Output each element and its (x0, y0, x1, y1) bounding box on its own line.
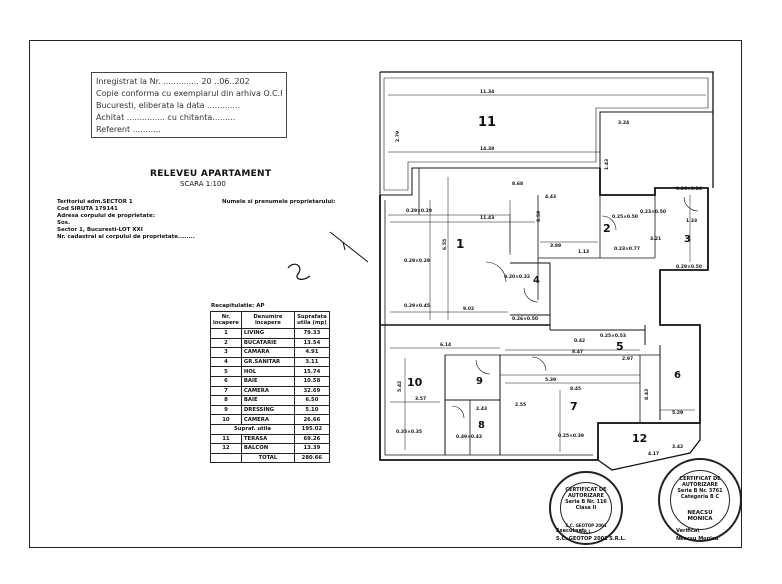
document-sheet (29, 40, 742, 548)
executant-name: S.C. GEOTOP 2001 S.R.L. (556, 536, 626, 542)
room-label: 9 (476, 376, 483, 387)
dim-label: 0.35×0.35 (396, 429, 422, 435)
room-label: 8 (478, 420, 485, 431)
recap-table: Nr. incapere Denumire incapere Suprafata… (210, 311, 330, 464)
stamp-line: Achitat ............... cu chitanta.....… (96, 113, 236, 122)
info-line: Cod SIRUTA 179141 (57, 206, 118, 212)
dim-label: 0.42 (574, 338, 585, 344)
room-label: 2 (603, 222, 611, 235)
scale-label: SCARA 1:100 (180, 180, 226, 188)
dim-label: 11.43 (480, 215, 494, 221)
info-line: Sector 1, Bucuresti-LOT XXI (57, 227, 143, 233)
table-header: Nr. incapere Denumire incapere Suprafata… (210, 311, 330, 329)
dim-label: 5.29 (672, 410, 683, 416)
dim-label: 1.43 (604, 159, 610, 170)
dim-label: 0.26×0.50 (512, 316, 538, 322)
stamp-line: Inregistrat la Nr. .............. 20 ..0… (96, 77, 250, 86)
room-label: 10 (407, 376, 423, 389)
dim-label: 0.25×0.39 (558, 433, 584, 439)
dim-label: 1.13 (578, 249, 589, 255)
executant-label: Executant (556, 528, 585, 534)
dim-label: 6.14 (440, 342, 451, 348)
dim-label: 4.43 (545, 194, 556, 200)
terrace-outline (380, 71, 714, 188)
dim-label: 5.39 (545, 377, 556, 383)
property-info: Teritoriul adm.SECTOR 1 Cod SIRUTA 17914… (57, 199, 195, 241)
dim-label: 8.45 (570, 386, 581, 392)
seal-center-text: CERTIFICAT DE AUTORIZARE Seria B Nr. 116… (565, 487, 607, 511)
room-label: 3 (684, 234, 691, 245)
header-val: Suprafata utila (mp) (293, 311, 330, 329)
verifier-name: Neacsu Monica (676, 536, 719, 542)
dim-label: 8.43 (644, 389, 650, 400)
dim-label: 0.23×0.77 (614, 246, 640, 252)
apartment-outline (379, 168, 709, 461)
dim-label: 3.24 (618, 120, 629, 126)
dim-label: 8.68 (512, 181, 523, 187)
seal-inner-ring (670, 470, 730, 530)
info-line: Adresa corpului de proprietate: (57, 213, 155, 219)
dim-label: 0.23×0.50 (640, 209, 666, 215)
cell-total-val: 280.66 (293, 452, 330, 464)
seal-inner-ring (560, 482, 612, 534)
room-label: 1 (456, 237, 464, 251)
dim-label: 0.26×0.26 (676, 186, 702, 192)
room-label: 6 (674, 370, 681, 381)
dim-label: 0.29×0.29 (406, 208, 432, 214)
verifier-label: Verificat (676, 528, 700, 534)
room-label: 4 (533, 275, 540, 286)
dim-label: 5.42 (397, 381, 403, 392)
dim-label: 8.47 (572, 349, 583, 355)
dim-label: 3.42 (672, 444, 683, 450)
info-line: Sos. (57, 220, 71, 226)
dim-label: 4.17 (648, 451, 659, 457)
dim-label: 2.97 (622, 356, 633, 362)
dim-label: 0.25×0.53 (600, 333, 626, 339)
dim-label: 8.59 (536, 211, 542, 222)
dim-label: 2.79 (395, 131, 401, 142)
dim-label: 0.29×0.45 (404, 303, 430, 309)
dim-label: 0.20×0.32 (504, 274, 530, 280)
dim-label: 3.57 (415, 396, 426, 402)
seal-right: CERTIFICAT DE AUTORIZARE Seria B Nr. 376… (658, 458, 742, 542)
seal-name: NEACSU MONICA (687, 510, 713, 522)
registration-stamp: Inregistrat la Nr. .............. 20 ..0… (91, 72, 287, 138)
room-label: 5 (616, 340, 624, 353)
dim-label: 0.49×0.43 (456, 434, 482, 440)
dim-label: 3.89 (550, 243, 561, 249)
dim-label: 0.29×0.50 (676, 264, 702, 270)
dim-label: 3.21 (650, 236, 661, 242)
dim-label: 14.38 (480, 146, 494, 152)
stamp-line: Copie conforma cu exemplarul din arhiva … (96, 89, 282, 98)
seal-name: S.C. GEOTOP 2001 S.R.L. (565, 523, 607, 534)
info-line: Nr. cadastral al corpului de proprietate… (57, 234, 195, 240)
stamp-line: Referent ........... (96, 125, 161, 134)
north-arrow-icon (287, 231, 369, 280)
stamp-line: Bucuresti, eliberata la data ...........… (96, 101, 241, 110)
seal-center-text: CERTIFICAT DE AUTORIZARE Seria B Nr. 376… (677, 476, 723, 500)
dim-label: 2.43 (476, 406, 487, 412)
room-label: 11 (478, 115, 496, 130)
dim-label: 11.34 (480, 89, 494, 95)
info-line: Teritoriul adm.SECTOR 1 (57, 199, 133, 205)
dim-label: 6.55 (442, 239, 448, 250)
dim-label: 2.55 (515, 402, 526, 408)
page-title: RELEVEU APARTAMENT (150, 169, 272, 179)
room-label: 12 (632, 432, 647, 445)
dim-label: 9.02 (463, 306, 474, 312)
owner-label: Numele si prenumele proprietarului: (222, 199, 336, 205)
dim-label: 0.25×0.50 (612, 214, 638, 220)
room-label: 7 (570, 400, 578, 413)
recap-label: Recapitulatie: AP (211, 303, 265, 309)
dim-label: 0.29×0.29 (404, 258, 430, 264)
seal-left: CERTIFICAT DE AUTORIZARE Seria B Nr. 116… (549, 471, 623, 545)
dim-label: 1.33 (686, 218, 697, 224)
balcony-outline (597, 422, 701, 471)
